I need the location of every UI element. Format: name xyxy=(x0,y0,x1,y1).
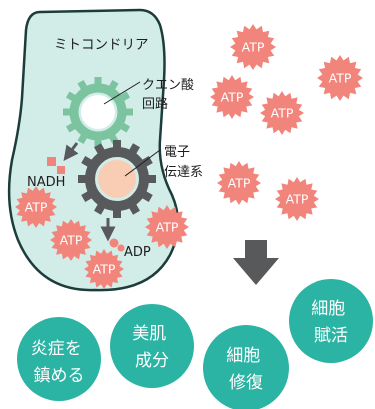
krebs-cycle-gear xyxy=(63,77,133,147)
benefit-cell-activation: 細胞 賦活 xyxy=(289,279,373,363)
nadh-molecule-square xyxy=(47,157,56,166)
atp-label: ATP xyxy=(221,90,244,105)
atp-label: ATP xyxy=(242,40,265,55)
atp-burst: ATP xyxy=(230,24,276,70)
krebs-leader-line xyxy=(103,81,141,105)
atp-label: ATP xyxy=(228,176,251,191)
atp-bursts: ATP ATP ATP ATP ATP ATP ATP ATP ATP ATP xyxy=(15,24,363,289)
atp-burst: ATP xyxy=(84,249,124,289)
down-arrow-icon xyxy=(233,240,279,285)
atp-label: ATP xyxy=(329,71,352,86)
atp-label: ATP xyxy=(93,262,116,277)
mitochondria-title: ミトコンドリア xyxy=(54,37,149,53)
atp-label: ATP xyxy=(271,106,294,121)
atp-label: ATP xyxy=(286,192,309,207)
benefit-cell-repair: 細胞 修復 xyxy=(203,325,289,409)
benefit-skin-beauty-label: 美肌 成分 xyxy=(132,324,171,371)
benefit-inflammation-label: 炎症を 鎮める xyxy=(31,339,87,386)
atp-burst: ATP xyxy=(217,161,261,205)
krebs-cycle-label: クエン酸 回路 xyxy=(142,78,198,112)
atp-label: ATP xyxy=(25,200,48,215)
atp-burst: ATP xyxy=(145,205,189,249)
nadh-molecule-square-2 xyxy=(57,166,65,174)
etc-leader-line xyxy=(124,149,161,177)
adp-molecule-dot-2 xyxy=(117,244,125,252)
atp-label: ATP xyxy=(156,220,179,235)
nadh-label: NADH xyxy=(27,175,65,190)
gear-tooth xyxy=(113,140,121,152)
atp-burst: ATP xyxy=(15,186,57,228)
benefit-skin-beauty: 美肌 成分 xyxy=(110,304,194,388)
benefit-inflammation: 炎症を 鎮める xyxy=(17,317,101,401)
gear-tooth xyxy=(94,77,102,88)
electron-transport-gear xyxy=(78,140,156,218)
atp-label: ATP xyxy=(60,233,83,248)
atp-burst: ATP xyxy=(275,177,319,221)
adp-label: ADP xyxy=(124,245,151,260)
benefit-cell-activation-label: 細胞 賦活 xyxy=(311,299,350,346)
atp-burst: ATP xyxy=(260,91,304,135)
electron-transport-label: 電子 伝達系 xyxy=(164,145,203,180)
gear-tooth xyxy=(94,136,102,147)
atp-burst: ATP xyxy=(50,219,92,261)
atp-burst: ATP xyxy=(210,75,254,119)
adp-molecule-dot xyxy=(109,238,119,248)
krebs-to-nadh-arrow xyxy=(63,142,79,161)
gear-tooth xyxy=(113,206,121,218)
atp-burst: ATP xyxy=(317,55,363,101)
benefit-cell-repair-label: 細胞 修復 xyxy=(226,346,265,393)
mitochondria-body xyxy=(7,8,180,292)
